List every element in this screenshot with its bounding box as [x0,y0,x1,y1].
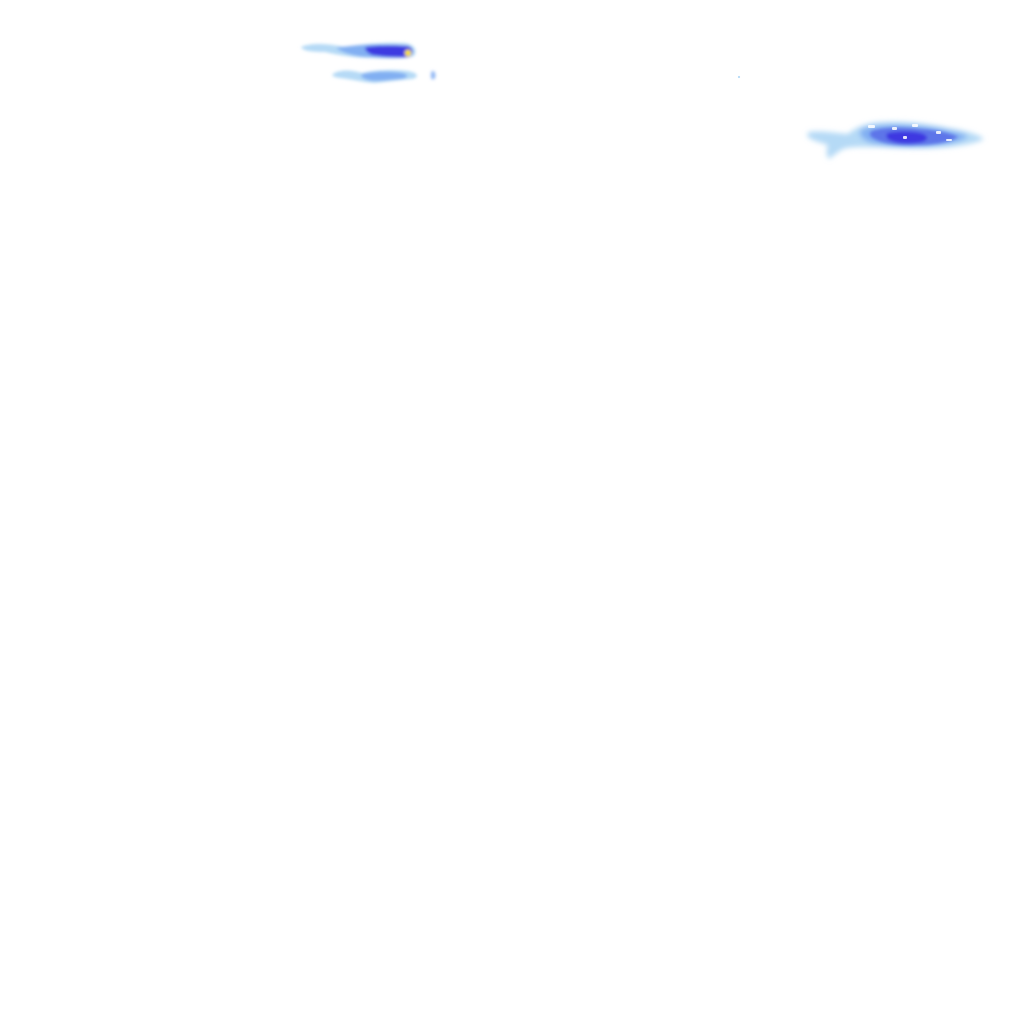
cell-c-gap [936,131,941,134]
precip-cell-c-core [869,127,958,146]
cell-c-gap [868,125,875,128]
precip-cell-b-streak [431,71,436,80]
precip-cell-a-peak [404,49,412,57]
precip-cell-b [332,69,436,83]
cell-c-gap [892,127,897,130]
cell-c-gap [903,136,907,139]
cell-c-gap [946,139,952,141]
precip-speck [737,75,741,79]
precip-cell-b-mid [361,71,408,81]
precip-cell-a-heavy [365,45,413,58]
precip-cell-c-gaps [868,124,952,141]
cell-c-gap [912,124,918,127]
precip-cell-a [301,42,416,59]
